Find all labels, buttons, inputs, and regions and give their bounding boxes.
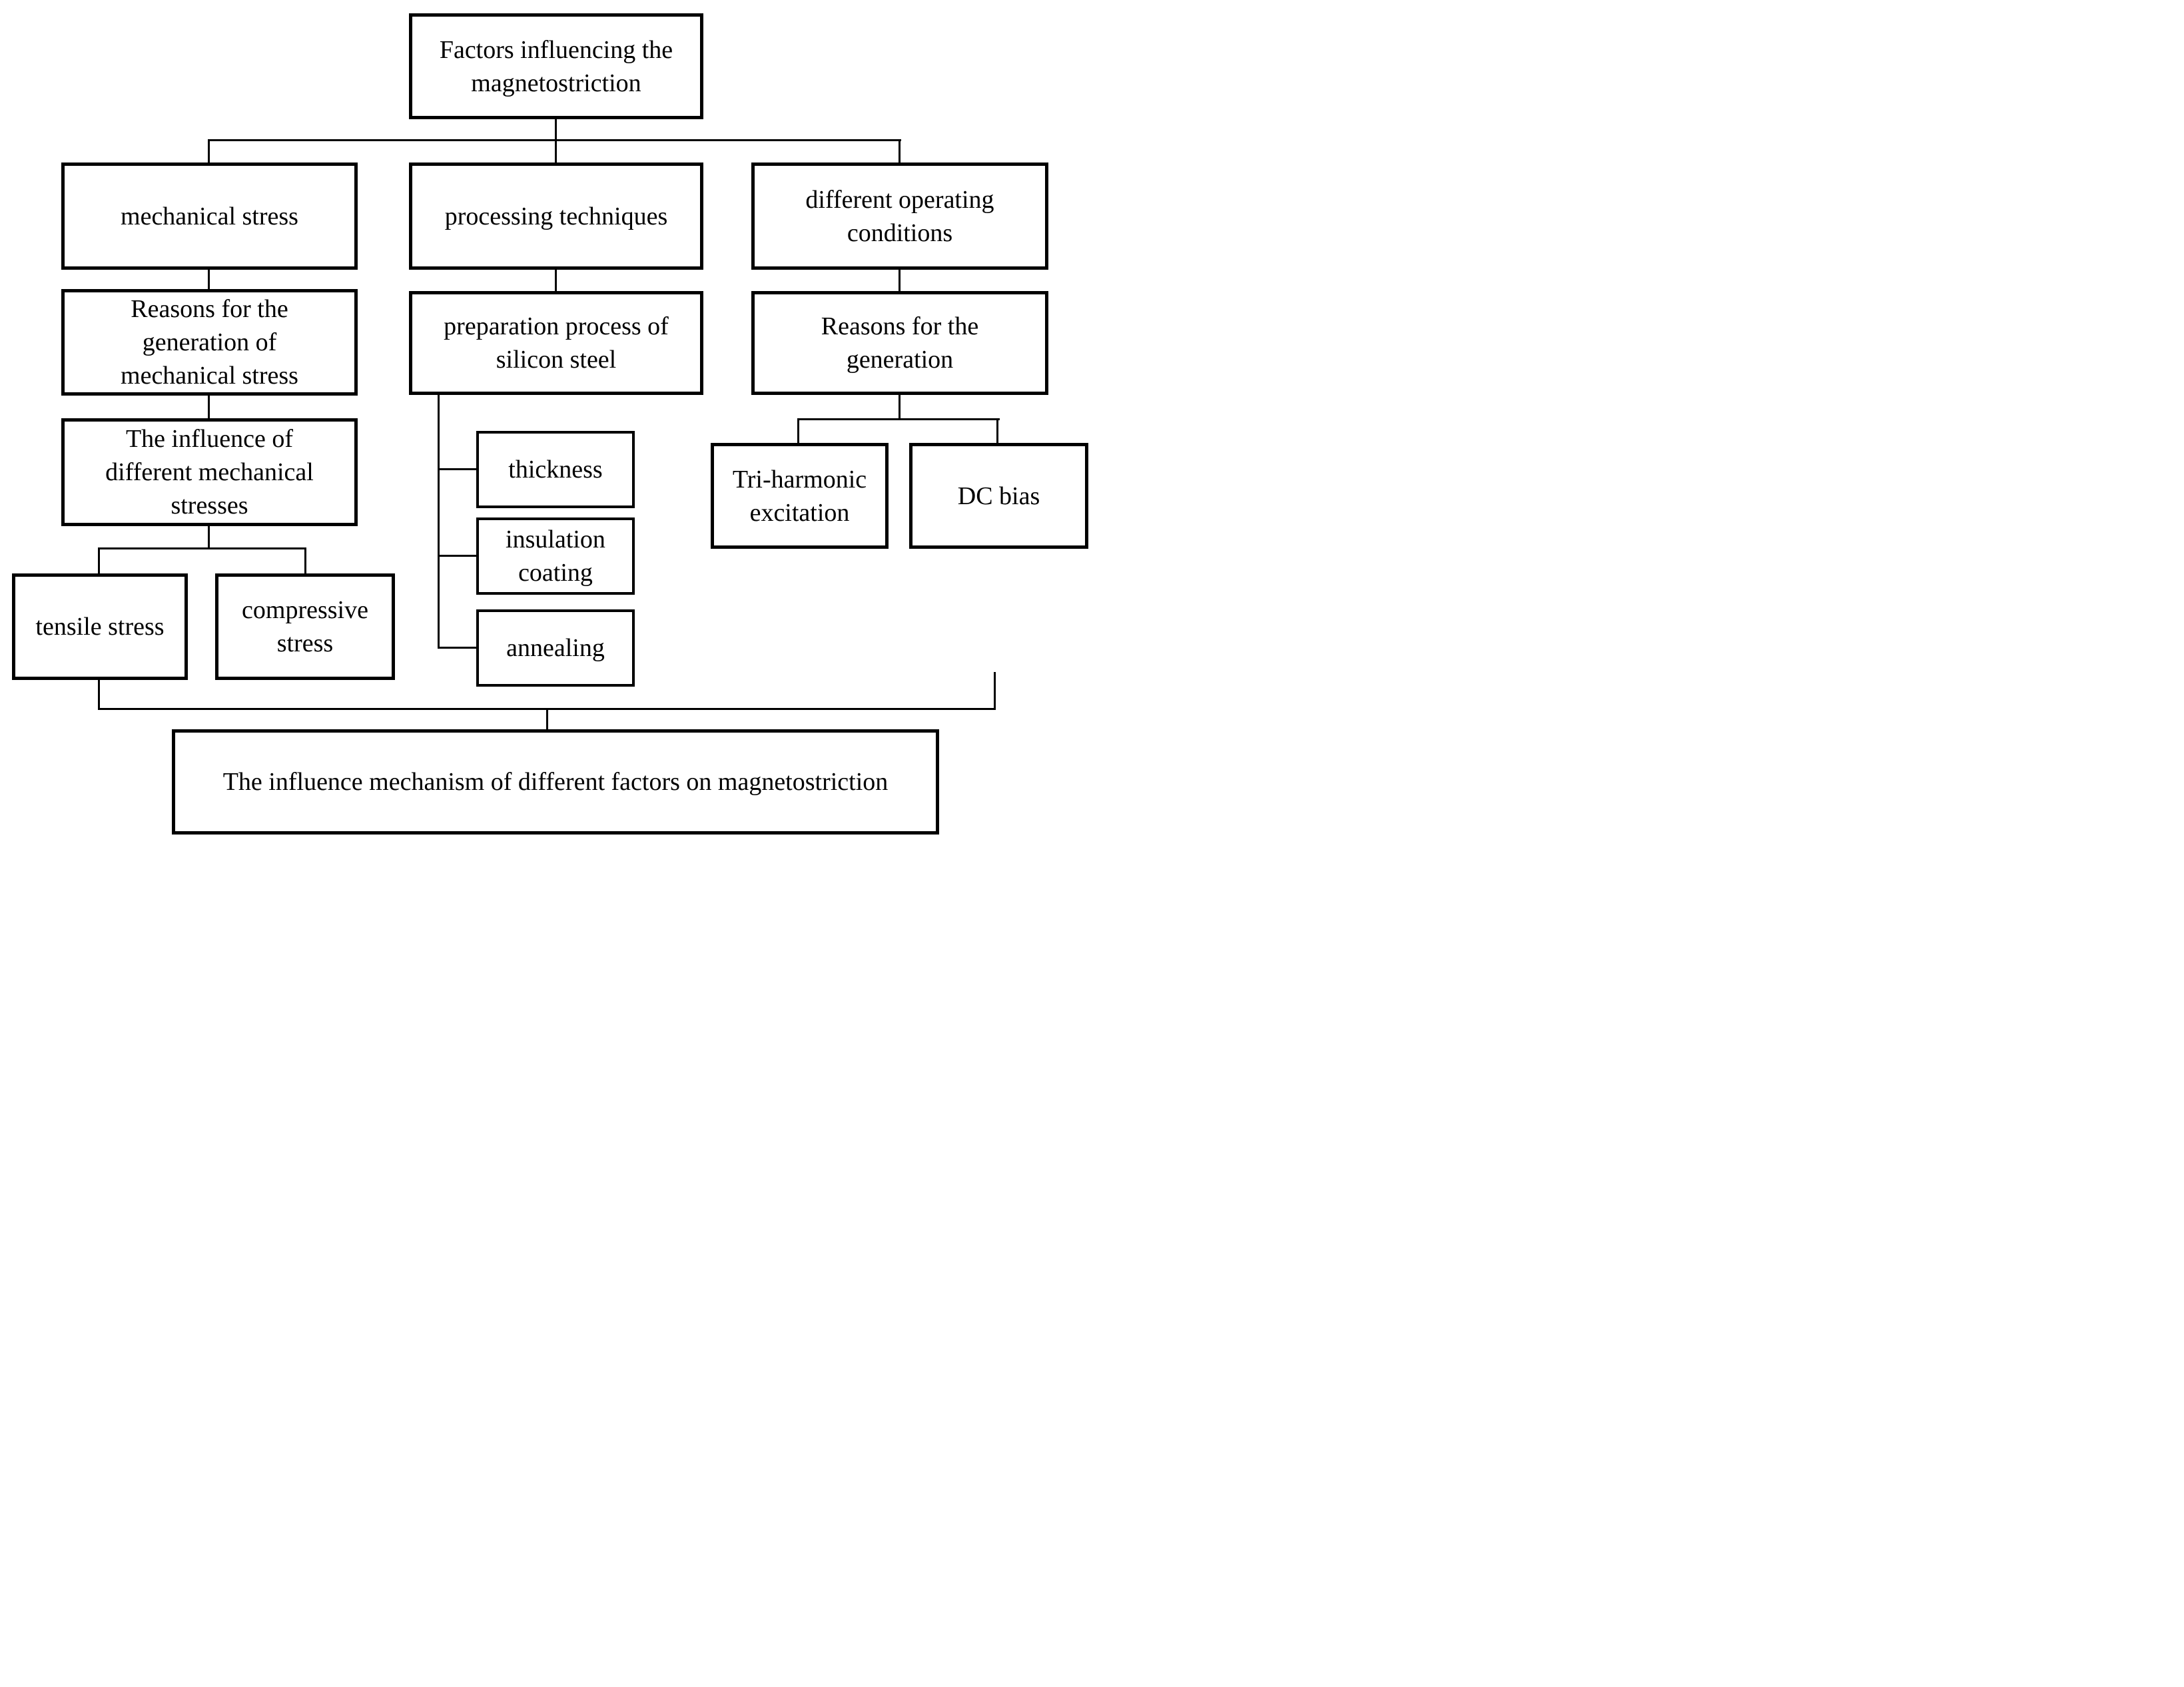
node-influence-different-mechanical-stresses-line: The influence of	[125, 425, 294, 453]
node-different-operating-conditions: different operating conditions	[751, 163, 1048, 270]
node-root-line: magnetostriction	[471, 69, 641, 97]
node-preparation-process-silicon-steel: preparation process of silicon steel	[409, 291, 703, 395]
node-reasons-for-generation-line: Reasons for the	[821, 312, 979, 340]
connector-tensile-to-rail	[98, 680, 100, 710]
connector-top-rail	[208, 139, 901, 141]
connector-dc-bias-to-rail	[994, 672, 996, 710]
connector-drop-col2	[555, 139, 557, 163]
node-reasons-generation-mechanical-stress: Reasons for the generation of mechanical…	[61, 289, 358, 396]
node-dc-bias-line: DC bias	[957, 482, 1040, 510]
connector-drop-compressive	[304, 547, 306, 573]
connector-col3-header-step1	[899, 270, 901, 291]
node-influence-mechanism-footer: The influence mechanism of different fac…	[172, 729, 939, 835]
connector-drop-dc-bias	[996, 418, 998, 443]
flowchart-factors-influencing-magnetostriction: Factors influencing the magnetostriction…	[0, 0, 1092, 844]
node-compressive-stress: compressive stress	[215, 573, 395, 680]
node-mechanical-stress: mechanical stress	[61, 163, 358, 270]
connector-drop-col1	[208, 139, 210, 163]
connector-drop-tri-harmonic	[797, 418, 799, 443]
node-influence-different-mechanical-stresses-line: different mechanical	[105, 458, 314, 486]
node-preparation-process-silicon-steel-line: preparation process of	[444, 312, 669, 340]
connector-col1-split-bar	[98, 547, 306, 549]
node-preparation-process-silicon-steel-line: silicon steel	[496, 346, 617, 374]
node-reasons-for-generation-line: generation	[846, 346, 954, 374]
connector-stub-insulation-coating	[438, 555, 476, 557]
node-processing-techniques-line: processing techniques	[444, 202, 668, 230]
node-reasons-generation-mechanical-stress-line: generation of	[142, 328, 277, 356]
connector-drop-tensile	[98, 547, 100, 573]
connector-drop-col3	[899, 139, 901, 163]
connector-col1-header-step1	[208, 270, 210, 289]
connector-root-drop	[555, 119, 557, 140]
connector-stub-thickness	[438, 468, 476, 470]
node-influence-different-mechanical-stresses-line: stresses	[171, 492, 248, 519]
node-influence-mechanism-footer-line: The influence mechanism of different fac…	[222, 768, 889, 796]
node-tensile-stress: tensile stress	[12, 573, 188, 680]
node-reasons-for-generation: Reasons for the generation	[751, 291, 1048, 395]
node-tri-harmonic-excitation: Tri-harmonic excitation	[711, 443, 889, 549]
node-thickness: thickness	[476, 431, 635, 508]
connector-col3-step1-split	[899, 394, 901, 420]
node-tensile-stress-line: tensile stress	[35, 613, 165, 641]
node-different-operating-conditions-line: conditions	[847, 218, 953, 247]
node-insulation-coating-line: coating	[518, 559, 593, 587]
node-reasons-generation-mechanical-stress-line: Reasons for the	[131, 295, 288, 323]
node-processing-techniques: processing techniques	[409, 163, 703, 270]
node-mechanical-stress-line: mechanical stress	[121, 202, 298, 230]
node-tri-harmonic-excitation-line: Tri-harmonic	[732, 465, 867, 494]
node-compressive-stress-line: stress	[276, 629, 334, 657]
node-insulation-coating: insulation coating	[476, 517, 635, 595]
node-compressive-stress-line: compressive	[242, 596, 368, 624]
connector-stub-annealing	[438, 647, 476, 649]
node-different-operating-conditions-line: different operating	[805, 185, 994, 214]
node-annealing: annealing	[476, 609, 635, 687]
node-annealing-line: annealing	[506, 634, 605, 662]
connector-col1-step2-split	[208, 526, 210, 549]
node-tri-harmonic-excitation-line: excitation	[749, 498, 850, 527]
node-root: Factors influencing the magnetostriction	[409, 13, 703, 119]
node-influence-different-mechanical-stresses: The influence of different mechanical st…	[61, 418, 358, 526]
node-reasons-generation-mechanical-stress-line: mechanical stress	[121, 362, 298, 390]
node-dc-bias: DC bias	[909, 443, 1088, 549]
node-insulation-coating-line: insulation	[506, 525, 605, 553]
node-thickness-line: thickness	[508, 456, 603, 484]
connector-col2-header-step1	[555, 270, 557, 291]
connector-col1-step1-step2	[208, 396, 210, 418]
connector-rail-to-footer	[546, 708, 548, 729]
connector-col2-trunk	[438, 394, 440, 649]
connector-col3-split-bar	[797, 418, 1000, 420]
node-root-line: Factors influencing the	[439, 35, 673, 64]
